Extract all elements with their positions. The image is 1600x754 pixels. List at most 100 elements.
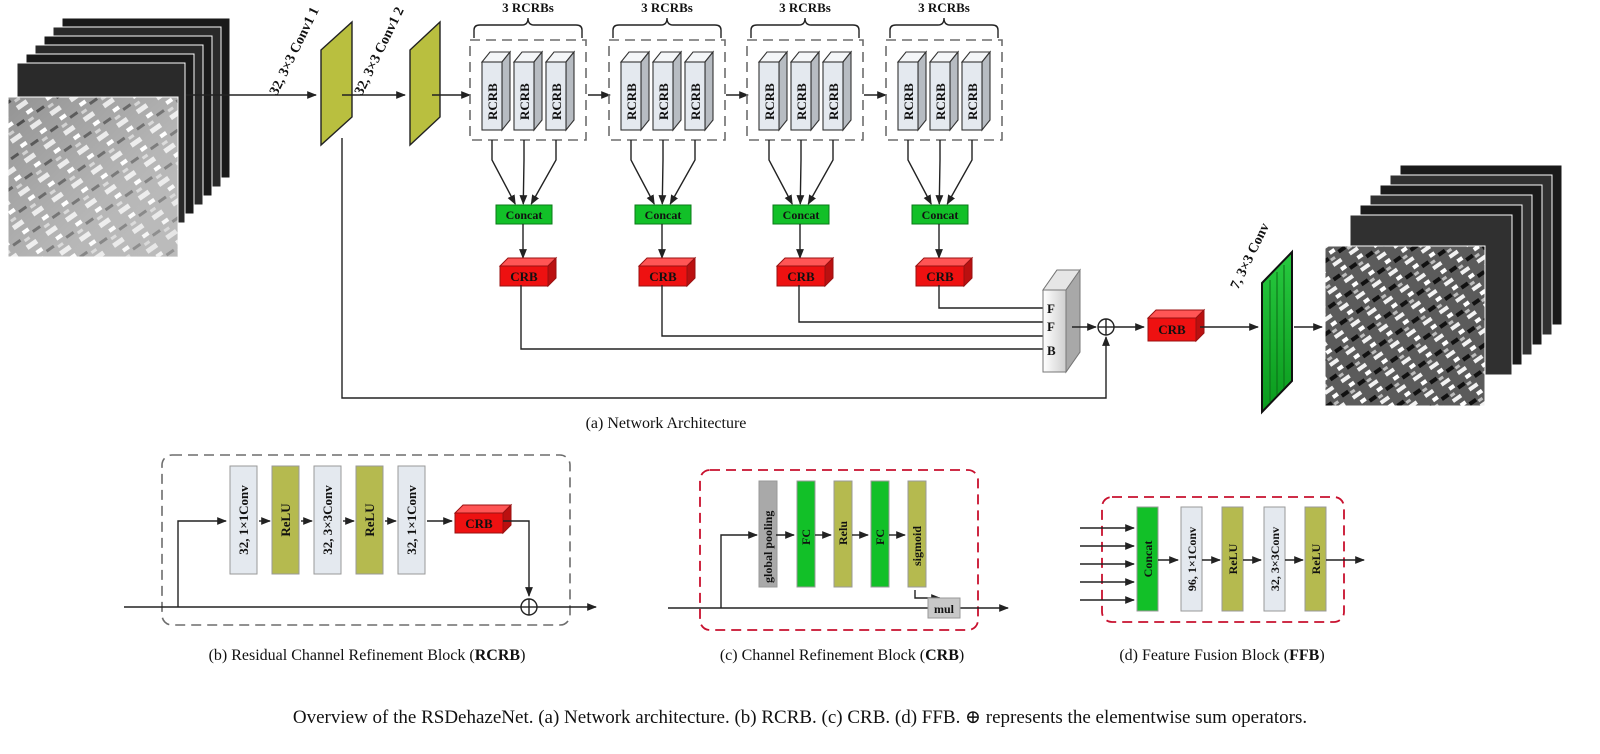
crb-to-ffb-lines: [520, 285, 1055, 353]
caption-ffb: (d) Feature Fusion Block (FFB): [1119, 647, 1324, 664]
rcrb-detail-lines: [124, 517, 597, 611]
concat-box: [772, 204, 830, 225]
rcrb-box-label: RCRB: [549, 83, 564, 120]
crb-block: [775, 256, 835, 288]
concat-label: Concat: [783, 208, 820, 222]
group-brace: [750, 17, 860, 38]
crb-label: CRB: [649, 269, 677, 284]
rcrb-box: RCRB: [757, 50, 789, 132]
group-dashed-frame: [885, 39, 1003, 141]
ffb-detail-block-1: [1136, 506, 1159, 612]
ffb-detail-label-3: ReLU: [1226, 543, 1240, 574]
ffb-detail-block-5: [1304, 506, 1327, 612]
rcrb-box-label: RCRB: [826, 83, 841, 120]
rcrb-box: RCRB: [683, 50, 715, 132]
conv1-2-label: 32, 3×3 Conv1 2: [352, 5, 408, 98]
rcrb-detail-block-3: [313, 465, 342, 575]
group-dashed-frame: [746, 39, 864, 141]
crb-mul-label: mul: [934, 602, 955, 616]
caption-crb-prefix: (c) Channel Refinement Block (: [720, 647, 925, 664]
final-conv-block: [1261, 249, 1293, 415]
sum-operator: [1097, 318, 1115, 336]
rcrb-box-label: RCRB: [794, 83, 809, 120]
crb-detail-label-1: global pooling: [761, 511, 775, 583]
rcrb-detail-crb-block: [453, 503, 513, 535]
final-crb-block: [1146, 308, 1206, 343]
rcrb-box-label: RCRB: [965, 83, 980, 120]
crb-label: CRB: [510, 269, 538, 284]
rcrb-detail-label-3: 32, 3×3Conv: [320, 485, 335, 555]
ffb-detail-label-1: Concat: [1141, 541, 1155, 578]
ffb-detail-block-3: [1221, 506, 1244, 612]
rcrb-sum-operator: [520, 598, 538, 616]
group-label: 3 RCRBs: [502, 0, 554, 15]
rcrb-box: RCRB: [544, 50, 576, 132]
rcrb-detail-block-1: [229, 465, 258, 575]
figure-caption: Overview of the RSDehazeNet. (a) Network…: [292, 707, 1308, 728]
caption-network-architecture: (a) Network Architecture: [586, 415, 747, 432]
rcrb-box: RCRB: [789, 50, 821, 132]
rcrb-detail-label-2: ReLU: [278, 503, 293, 537]
fan-in-arrows: [768, 140, 834, 205]
group-brace: [889, 17, 999, 38]
conv1-2-block: [409, 20, 441, 147]
final-crb-label: CRB: [1158, 322, 1186, 337]
ffb-detail-label-5: ReLU: [1309, 543, 1323, 574]
caption-ffb-prefix: (d) Feature Fusion Block (: [1119, 647, 1289, 664]
global-skip-connection: [341, 138, 1110, 399]
rcrb-box-label: RCRB: [901, 83, 916, 120]
crb-label: CRB: [926, 269, 954, 284]
rcrb-box: RCRB: [480, 50, 512, 132]
output-dehazed-image-stack: [1324, 164, 1563, 407]
caption-crb-suffix: ): [959, 647, 964, 664]
crb-detail-block-1: [758, 480, 778, 588]
rcrb-box: RCRB: [928, 50, 960, 132]
crb-detail-block-2: [796, 480, 816, 588]
crb-block: [498, 256, 558, 288]
concat-box: [911, 204, 969, 225]
group-brace: [473, 17, 583, 38]
crb-mul-block: [927, 597, 961, 619]
rcrb-dashed-frame: [161, 454, 571, 626]
group-brace: [612, 17, 722, 38]
caption-crb-bold: CRB: [925, 647, 959, 664]
caption-ffb-suffix: ): [1319, 647, 1324, 664]
caption-crb: (c) Channel Refinement Block (CRB): [720, 647, 964, 664]
rcrb-detail-crb-label: CRB: [465, 516, 493, 531]
group-label: 3 RCRBs: [641, 0, 693, 15]
crb-detail-label-5: sigmoid: [910, 526, 924, 566]
rcrb-box-label: RCRB: [517, 83, 532, 120]
concat-label: Concat: [506, 208, 543, 222]
ffb-detail-label-2: 96, 1×1Conv: [1185, 527, 1199, 591]
ffb-block: [1042, 268, 1081, 374]
ffb-detail-lines: [1080, 524, 1365, 604]
caption-rcrb-bold: RCRB: [475, 647, 521, 664]
rcrb-box: RCRB: [512, 50, 544, 132]
group-label: 3 RCRBs: [779, 0, 831, 15]
crb-dashed-frame: [699, 469, 979, 631]
crb-block: [914, 256, 974, 288]
ffb-detail-block-2: [1180, 506, 1203, 612]
conv1-1-label: 32, 3×3 Conv1 1: [267, 5, 323, 98]
group-dashed-frame: [469, 39, 587, 141]
concat-label: Concat: [922, 208, 959, 222]
rcrb-box: RCRB: [821, 50, 853, 132]
rcrb-box-label: RCRB: [624, 83, 639, 120]
crb-detail-label-4: FC: [873, 529, 887, 545]
caption-ffb-bold: FFB: [1289, 647, 1320, 664]
rcrb-box-label: RCRB: [656, 83, 671, 120]
rcrb-box-label: RCRB: [688, 83, 703, 120]
rcrb-box: RCRB: [960, 50, 992, 132]
ffb-letter-f1: F: [1047, 301, 1055, 316]
crb-detail-block-5: [907, 480, 927, 588]
fan-in-arrows: [630, 140, 696, 205]
ffb-detail-label-4: 32, 3×3Conv: [1268, 527, 1282, 591]
crb-label: CRB: [787, 269, 815, 284]
rcrb-box: RCRB: [651, 50, 683, 132]
